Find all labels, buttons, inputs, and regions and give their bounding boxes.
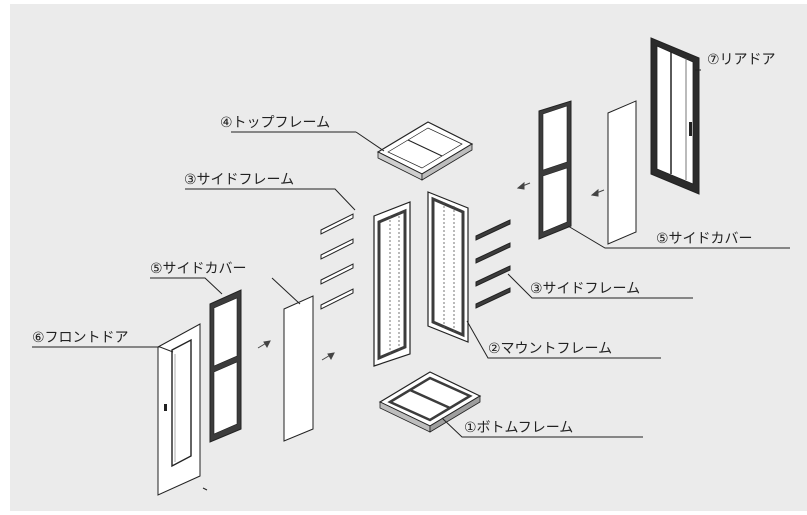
mount-frame-left bbox=[373, 201, 411, 367]
side-cover-left-frame bbox=[209, 289, 242, 443]
side-cover-left-panel bbox=[283, 295, 314, 442]
leader-lines bbox=[32, 69, 790, 438]
label-side-frame-right: ③サイドフレーム bbox=[530, 281, 640, 297]
label-bottom-frame: ①ボトムフレーム bbox=[464, 420, 573, 436]
exploded-diagram: ⑦リアドア ④トップフレーム ③サイドフレーム ⑤サイドカバー ③サイドフレーム… bbox=[10, 4, 807, 511]
mount-frame-right bbox=[427, 191, 469, 343]
front-door bbox=[157, 323, 201, 496]
label-front-door: ⑥フロントドア bbox=[32, 330, 129, 346]
label-mount-frame: ②マウントフレーム bbox=[488, 341, 612, 357]
top-frame bbox=[376, 121, 474, 181]
side-cover-right-panel bbox=[607, 100, 637, 245]
label-top-frame: ④トップフレーム bbox=[220, 115, 330, 131]
side-cover-right-frame bbox=[538, 100, 572, 240]
door-mark bbox=[202, 487, 208, 491]
label-side-frame-left: ③サイドフレーム bbox=[184, 172, 294, 188]
label-rear-door: ⑦リアドア bbox=[707, 52, 776, 68]
side-frames-right bbox=[475, 219, 511, 309]
label-side-cover-left: ⑤サイドカバー bbox=[150, 261, 247, 277]
rear-door bbox=[650, 37, 700, 195]
arrows-right bbox=[516, 181, 605, 197]
arrows-left bbox=[257, 340, 335, 361]
bottom-frame bbox=[378, 371, 482, 433]
label-side-cover-right: ⑤サイドカバー bbox=[656, 231, 753, 247]
side-frames-left bbox=[320, 213, 354, 310]
